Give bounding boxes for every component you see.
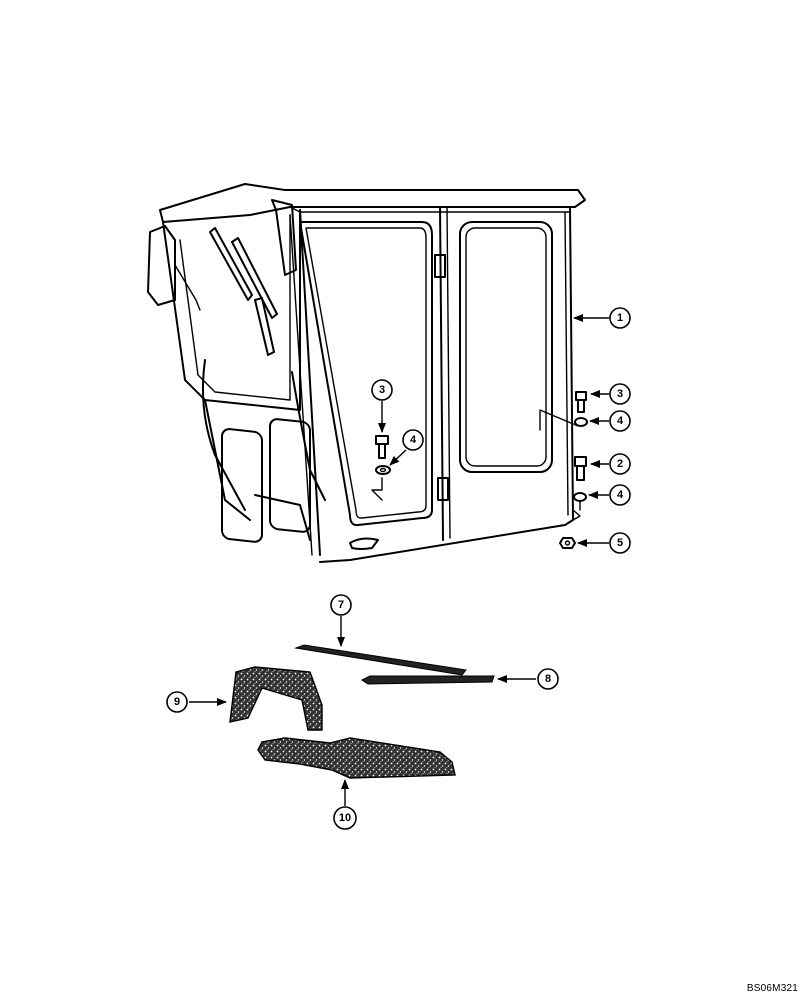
washer-item-4-left [375,465,391,475]
callout-4-left: 4 [402,429,424,451]
callout-9: 9 [166,691,188,713]
callout-4-right-lower: 4 [609,484,631,506]
callout-2: 2 [609,453,631,475]
svg-text:3: 3 [617,388,623,400]
leader-arrows [189,314,609,806]
seal-strip-item-8 [361,675,495,685]
leader-line-right [539,409,579,431]
callout-10: 10 [333,806,357,830]
callout-4-right-upper: 4 [609,410,631,432]
svg-text:10: 10 [339,812,351,824]
washer-item-4-right-upper [574,417,588,427]
seal-strip-item-7 [294,644,467,676]
svg-text:2: 2 [617,458,623,470]
callout-1: 1 [609,307,631,329]
svg-text:3: 3 [379,384,385,396]
leader-zigzag-left [371,477,383,501]
callout-3-left: 3 [371,379,393,401]
svg-text:8: 8 [545,673,551,685]
callout-3-right: 3 [609,383,631,405]
reference-code: BS06M321 [746,983,798,994]
pad-item-9 [229,666,323,731]
svg-text:4: 4 [617,415,624,427]
callout-7: 7 [330,594,352,616]
svg-text:9: 9 [174,696,180,708]
cab-assembly [147,183,586,563]
nut-item-5 [559,537,576,549]
svg-text:4: 4 [410,434,417,446]
svg-text:7: 7 [338,599,344,611]
bolt-item-3-left [375,435,389,459]
callout-5: 5 [609,532,631,554]
bolt-item-2 [574,456,587,481]
floor-mat-item-10 [257,737,456,779]
bolt-item-3-right [575,391,587,413]
svg-text:5: 5 [617,537,623,549]
svg-text:4: 4 [617,489,624,501]
svg-text:1: 1 [617,312,623,324]
washer-item-4-right-lower [573,492,587,511]
callout-8: 8 [537,668,559,690]
